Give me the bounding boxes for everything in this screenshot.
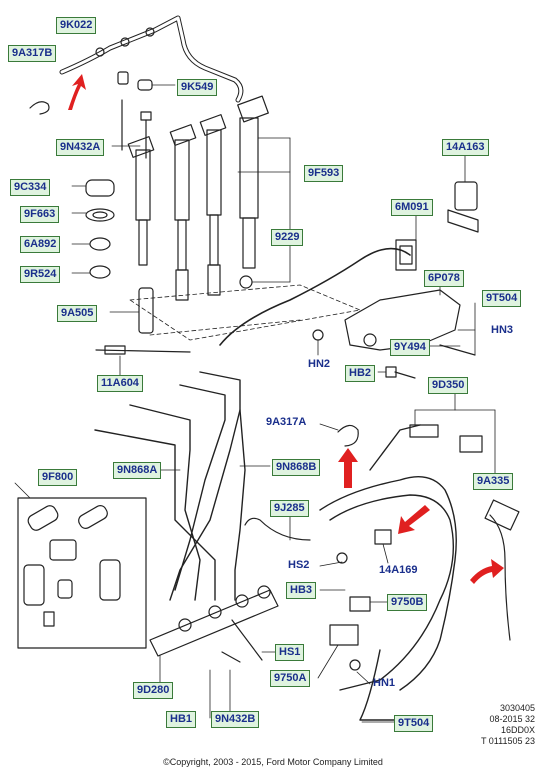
- label-9j285: 9J285: [270, 500, 309, 517]
- fitting-9a317a: [337, 424, 359, 447]
- head-outline: [129, 284, 361, 341]
- label-9n868a: 9N868A: [113, 462, 162, 479]
- label-9r524: 9R524: [20, 266, 61, 283]
- sensor-14a163: [447, 181, 479, 233]
- label-9f663: 9F663: [20, 206, 60, 223]
- fuel-lines-9d350: [319, 424, 457, 721]
- label-9n432a: 9N432A: [56, 139, 105, 156]
- label-9d280: 9D280: [133, 682, 174, 699]
- label-14a163: 14A163: [442, 139, 489, 156]
- arrow-9a317a-icon: [338, 448, 358, 488]
- label-9229: 9229: [271, 229, 304, 246]
- arrow-9a317b-icon: [68, 74, 86, 110]
- inset-box-9f800: [17, 497, 147, 649]
- label-6p078: 6P078: [424, 270, 464, 287]
- label-9k022: 9K022: [56, 17, 97, 34]
- stud-hs2: [336, 552, 348, 564]
- screw-9n432a: [121, 99, 152, 159]
- bolt-hb1: [221, 651, 241, 663]
- label-9a505: 9A505: [57, 305, 98, 322]
- label-9a317b: 9A317B: [8, 45, 57, 62]
- label-hb3: HB3: [286, 582, 317, 599]
- label-6a892: 6A892: [20, 236, 61, 253]
- diagram-meta: 3030405 08-2015 32 16DD0X T 0111505 23: [440, 703, 535, 747]
- label-9n432b: 9N432B: [211, 711, 260, 728]
- label-9c334: 9C334: [10, 179, 51, 196]
- leader-lines: [14, 84, 496, 723]
- nut-hn2: [312, 329, 324, 341]
- bracket-9750b: [349, 596, 371, 612]
- label-9a317a: 9A317A: [266, 416, 307, 428]
- label-9y494: 9Y494: [390, 339, 430, 356]
- label-9a335: 9A335: [473, 473, 514, 490]
- label-9t504-top: 9T504: [482, 290, 522, 307]
- label-9d350: 9D350: [428, 377, 469, 394]
- clip-14a169: [374, 529, 392, 545]
- label-hb2: HB2: [345, 365, 376, 382]
- label-hb1: HB1: [166, 711, 197, 728]
- label-hn3: HN3: [491, 324, 514, 336]
- hp-pipes: [94, 371, 246, 601]
- pipe-9j285: [244, 517, 311, 541]
- nut-hn1: [349, 659, 361, 671]
- label-11a604: 11A604: [97, 375, 143, 392]
- harness-9229: [219, 239, 417, 346]
- injector-seals: [85, 179, 154, 334]
- bracket-9750a: [329, 624, 359, 646]
- return-pipe-9k022: [29, 15, 244, 115]
- arrow-14a169-icon: [398, 505, 430, 534]
- label-6m091: 6M091: [391, 199, 433, 216]
- copyright-text: ©Copyright, 2003 - 2015, Ford Motor Comp…: [163, 757, 383, 767]
- label-hn2: HN2: [308, 358, 331, 370]
- label-9n868b: 9N868B: [272, 459, 321, 476]
- meta-line-2: 08-2015 32: [489, 714, 535, 724]
- sensor-9d350: [409, 424, 483, 453]
- meta-line-3: 16DD0X: [500, 725, 535, 735]
- arrow-9a335-icon: [470, 559, 504, 584]
- bracket-6p078: [344, 289, 476, 356]
- label-9f800: 9F800: [38, 469, 78, 486]
- label-9750b: 9750B: [387, 594, 428, 611]
- meta-line-1: 3030405: [499, 703, 535, 713]
- bolt-hb2: [385, 366, 416, 379]
- glow-plug-11a604: [95, 345, 191, 355]
- stud-hs1: [231, 619, 263, 661]
- label-9750a: 9750A: [270, 670, 311, 687]
- harness-9a335: [484, 499, 520, 641]
- meta-line-4: T 0111505 23: [480, 736, 535, 746]
- label-9f593: 9F593: [304, 165, 344, 182]
- label-hn1: HN1: [373, 677, 396, 689]
- label-hs2: HS2: [288, 559, 310, 571]
- injectors-9f593: [127, 95, 269, 301]
- callout-arrows: [68, 74, 504, 584]
- clip-9k549: [117, 71, 153, 91]
- label-hs1: HS1: [275, 644, 305, 661]
- fuel-rail-9d280: [149, 585, 279, 657]
- label-9k549: 9K549: [177, 79, 218, 96]
- label-14a169: 14A169: [379, 564, 418, 576]
- label-9t504-bottom: 9T504: [394, 715, 434, 732]
